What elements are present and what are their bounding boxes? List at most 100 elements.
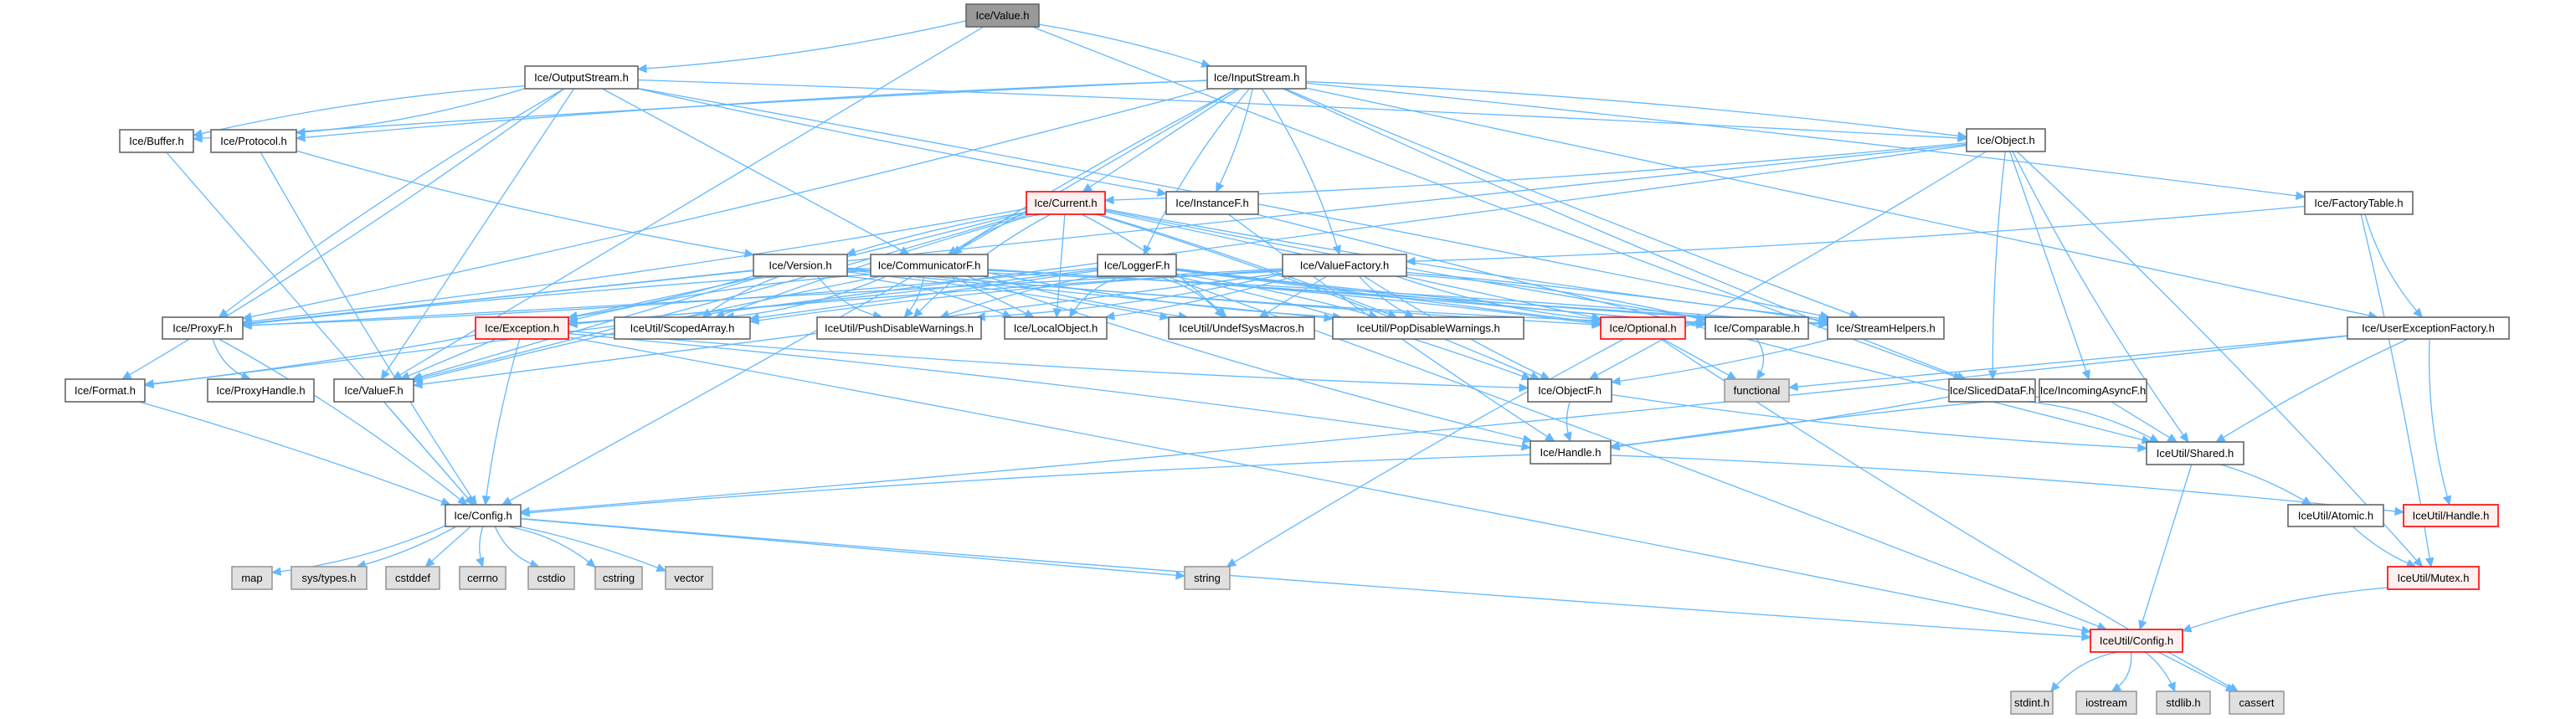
- arrowhead-icon: [1756, 369, 1766, 381]
- node-buffer[interactable]: Ice/Buffer.h: [119, 129, 194, 153]
- node-handle[interactable]: Ice/Handle.h: [1530, 440, 1612, 465]
- edge-loggerf-to-scopedarray: [749, 270, 1098, 320]
- arrowhead-icon: [1726, 371, 1737, 380]
- arrowhead-icon: [1103, 195, 1114, 205]
- node-valuefactory[interactable]: Ice/ValueFactory.h: [1282, 254, 1407, 277]
- edge-value-to-sliceddataf: [1031, 26, 1963, 380]
- node-label: cstddef: [395, 572, 430, 584]
- node-objectf[interactable]: Ice/ObjectF.h: [1527, 378, 1612, 403]
- edge-value-to-outputstream: [637, 20, 967, 70]
- node-box: [1600, 316, 1686, 340]
- node-undefsysmacros[interactable]: IceUtil/UndefSysMacros.h: [1168, 316, 1315, 340]
- edge-outputstream-to-protocol: [296, 87, 526, 134]
- node-inputstream[interactable]: Ice/InputStream.h: [1206, 65, 1307, 90]
- arrowhead-icon: [2050, 681, 2060, 692]
- arrowhead-icon: [585, 557, 596, 568]
- node-label: Ice/CommunicatorF.h: [878, 259, 981, 272]
- node-popdisable[interactable]: IceUtil/PopDisableWarnings.h: [1332, 316, 1525, 340]
- node-sliceddataf[interactable]: Ice/SlicedDataF.h: [1948, 378, 2036, 403]
- node-atomic[interactable]: IceUtil/Atomic.h: [2287, 504, 2384, 527]
- node-label: sys/types.h: [301, 572, 356, 584]
- edge-shared-to-iuconfig: [2139, 464, 2193, 630]
- node-object[interactable]: Ice/Object.h: [1966, 128, 2046, 152]
- arrowhead-icon: [501, 496, 512, 506]
- node-box: [333, 378, 414, 403]
- node-label: Ice/Version.h: [769, 259, 831, 272]
- node-comparable[interactable]: Ice/Comparable.h: [1704, 316, 1809, 340]
- node-loggerf[interactable]: Ice/LoggerF.h: [1097, 254, 1177, 277]
- arrowhead-icon: [1522, 434, 1533, 444]
- edge-streamhelpers-to-objectf: [1611, 338, 1831, 383]
- arrowhead-icon: [121, 371, 132, 380]
- arrowhead-icon: [952, 245, 963, 255]
- edge-outputstream-to-buffer: [193, 85, 526, 136]
- node-label: IceUtil/Atomic.h: [2298, 510, 2373, 522]
- node-box: [753, 254, 848, 277]
- node-pushdisable[interactable]: IceUtil/PushDisableWarnings.h: [816, 316, 982, 340]
- edge-userexceptionfactory-to-iuhandle: [2428, 338, 2450, 506]
- edge-current-to-communicatorf: [953, 213, 1041, 255]
- node-localobject[interactable]: Ice/LocalObject.h: [1004, 316, 1108, 340]
- node-userexceptionfactory[interactable]: Ice/UserExceptionFactory.h: [2347, 316, 2510, 340]
- node-iostream: iostream: [2075, 691, 2137, 715]
- node-box: [1948, 378, 2036, 403]
- edge-iuconfig-to-iostream: [2111, 651, 2132, 692]
- node-factorytable[interactable]: Ice/FactoryTable.h: [2304, 191, 2414, 215]
- node-instancef[interactable]: Ice/InstanceF.h: [1165, 191, 1259, 215]
- node-box: [475, 316, 569, 340]
- node-current[interactable]: Ice/Current.h: [1026, 191, 1106, 215]
- node-proxyf[interactable]: Ice/ProxyF.h: [162, 316, 244, 340]
- node-box: [1165, 191, 1259, 215]
- node-iuhandle[interactable]: IceUtil/Handle.h: [2403, 504, 2499, 527]
- node-exception[interactable]: Ice/Exception.h: [475, 316, 569, 340]
- node-box: [291, 566, 368, 590]
- node-iuconfig[interactable]: IceUtil/Config.h: [2090, 629, 2183, 653]
- node-format[interactable]: Ice/Format.h: [64, 378, 146, 403]
- edge-loggerf-to-popdisable: [1175, 273, 1378, 318]
- node-version[interactable]: Ice/Version.h: [753, 254, 848, 277]
- node-label: Ice/IncomingAsyncF.h: [2040, 384, 2146, 397]
- arrowhead-icon: [519, 508, 530, 517]
- node-box: [1724, 378, 1790, 403]
- node-label: iostream: [2085, 696, 2127, 709]
- node-box: [2403, 504, 2499, 527]
- edge-handle-to-config: [520, 454, 1531, 515]
- node-scopedarray[interactable]: IceUtil/ScopedArray.h: [614, 316, 751, 340]
- node-optional[interactable]: Ice/Optional.h: [1600, 316, 1686, 340]
- edge-valuefactory-to-optional: [1396, 275, 1602, 321]
- node-mutex[interactable]: IceUtil/Mutex.h: [2387, 566, 2480, 590]
- arrowhead-icon: [241, 321, 252, 331]
- node-shared[interactable]: IceUtil/Shared.h: [2146, 441, 2244, 465]
- node-proxyhandle[interactable]: Ice/ProxyHandle.h: [207, 378, 315, 403]
- node-streamhelpers[interactable]: Ice/StreamHelpers.h: [1827, 316, 1945, 340]
- node-outputstream[interactable]: Ice/OutputStream.h: [524, 65, 639, 90]
- node-label: Ice/StreamHelpers.h: [1836, 322, 1936, 335]
- arrowhead-icon: [1214, 307, 1225, 318]
- edge-inputstream-to-sliceddataf: [1283, 88, 1967, 380]
- node-label: cerrno: [467, 572, 498, 584]
- node-communicatorf[interactable]: Ice/CommunicatorF.h: [870, 254, 989, 277]
- node-box: [1282, 254, 1407, 277]
- node-incomingasyncf[interactable]: Ice/IncomingAsyncF.h: [2039, 378, 2147, 403]
- node-config[interactable]: Ice/Config.h: [445, 504, 522, 527]
- arrowhead-icon: [218, 308, 229, 318]
- edge-valuefactory-to-scopedarray: [749, 270, 1283, 322]
- node-box: [1966, 128, 2046, 152]
- node-box: [2304, 191, 2414, 215]
- node-value[interactable]: Ice/Value.h: [965, 3, 1040, 28]
- node-box: [445, 504, 522, 527]
- edge-outputstream-to-proxyf: [219, 88, 565, 318]
- arrowhead-icon: [270, 567, 282, 577]
- arrowhead-icon: [2137, 443, 2148, 453]
- node-label: Ice/FactoryTable.h: [2314, 197, 2403, 209]
- arrowhead-icon: [702, 308, 713, 318]
- node-label: IceUtil/Shared.h: [2157, 447, 2234, 460]
- edge-communicatorf-to-streamhelpers: [987, 268, 1828, 326]
- node-protocol[interactable]: Ice/Protocol.h: [210, 129, 297, 153]
- arrowhead-icon: [1001, 310, 1013, 318]
- node-label: Ice/Protocol.h: [220, 135, 287, 147]
- node-label: Ice/OutputStream.h: [534, 71, 629, 84]
- node-valuef[interactable]: Ice/ValueF.h: [333, 378, 414, 403]
- node-box: [2010, 691, 2054, 715]
